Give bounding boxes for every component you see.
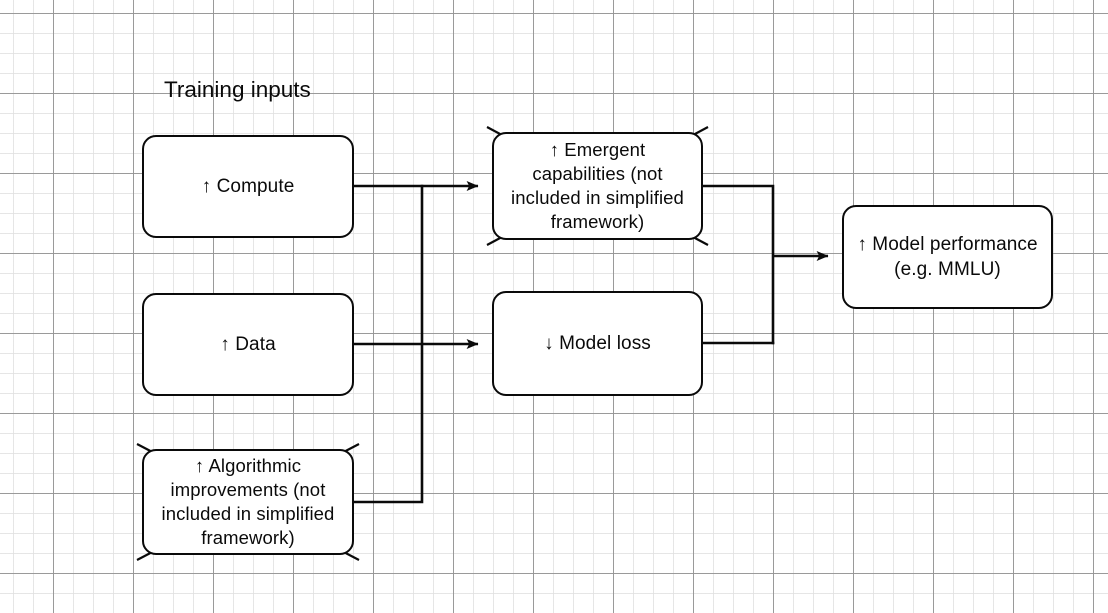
node-compute[interactable]: ↑ Compute [142,135,354,238]
edge-algorithmic-to-trunk [352,184,424,504]
node-model-performance-label: ↑ Model performance (e.g. MMLU) [857,234,1038,280]
node-model-loss-label: ↓ Model loss [544,333,651,354]
node-model-loss[interactable]: ↓ Model loss [492,291,703,396]
edge-model-loss-to-model-performance [701,251,829,345]
node-compute-label: ↑ Compute [201,176,295,197]
node-model-performance[interactable]: ↑ Model performance (e.g. MMLU) [842,205,1053,309]
node-algorithmic-improvements[interactable]: ↑ Algorithmic improvements (not included… [142,449,354,555]
node-emergent-capabilities-label: ↑ Emergent capabilities (not included in… [511,139,684,232]
node-emergent-capabilities[interactable]: ↑ Emergent capabilities (not included in… [492,132,703,240]
page-title: Training inputs [164,77,311,102]
edge-emergent-to-model-performance [701,184,775,345]
node-data[interactable]: ↑ Data [142,293,354,396]
node-algorithmic-improvements-label: ↑ Algorithmic improvements (not included… [161,455,335,548]
node-data-label: ↑ Data [220,334,276,355]
